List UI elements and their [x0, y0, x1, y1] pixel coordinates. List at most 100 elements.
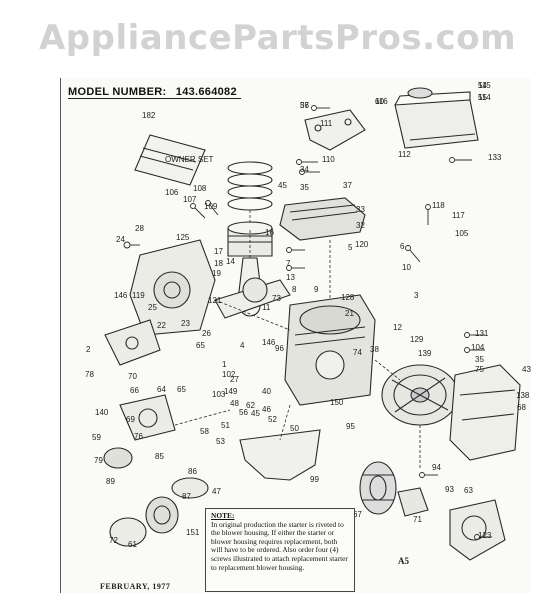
owner-booklet-part	[134, 134, 206, 186]
callout-number: 146	[114, 291, 128, 300]
callout-number: 43	[522, 365, 531, 374]
callout-number: 123	[478, 531, 492, 540]
crankcase-part	[284, 294, 376, 406]
fuel-tank-part	[394, 87, 479, 149]
callout-number: 6	[400, 242, 405, 251]
callout-number: 60	[375, 97, 384, 106]
callout-number: 2	[86, 345, 91, 354]
carburetor-part	[119, 394, 176, 441]
callout-number: 5	[348, 243, 353, 252]
cylinder-head-part	[279, 197, 366, 241]
recoil-starter-part	[449, 499, 506, 561]
sheet-code: A5	[398, 556, 409, 566]
callout-number: 10	[402, 263, 411, 272]
callout-number: 75	[475, 365, 484, 374]
callout-number: 96	[275, 344, 284, 353]
callout-number: 55	[478, 93, 487, 102]
callout-number: 105	[455, 229, 469, 238]
callout-number: 73	[272, 294, 281, 303]
callout-number: 8	[292, 285, 297, 294]
callout-number: 51	[221, 421, 230, 430]
piston-rings-part	[227, 161, 273, 211]
crankshaft-part	[214, 277, 291, 319]
callout-number: 66	[130, 386, 139, 395]
callout-number: 47	[212, 487, 221, 496]
callout-number: 62	[246, 401, 255, 410]
note-heading: NOTE:	[211, 511, 235, 520]
callout-number: 182	[142, 111, 156, 120]
callout-number: 74	[353, 348, 362, 357]
callout-number: 53	[216, 437, 225, 446]
callout-number: 28	[135, 224, 144, 233]
blower-housing-part	[449, 364, 521, 461]
callout-number: 65	[196, 341, 205, 350]
callout-number: 139	[418, 349, 432, 358]
gear-assembly-part	[109, 477, 209, 547]
callout-number: 35	[300, 183, 309, 192]
callout-number: 61	[128, 540, 137, 549]
starter-cup-part	[397, 487, 429, 517]
callout-number: 46	[262, 405, 271, 414]
callout-number: 151	[186, 528, 200, 537]
callout-number: 70	[128, 372, 137, 381]
callout-number: 67	[353, 510, 362, 519]
callout-number: 68	[517, 403, 526, 412]
callout-number: 12	[393, 323, 402, 332]
callout-number: 38	[370, 345, 379, 354]
callout-number: 4	[240, 341, 245, 350]
callout-number: 71	[413, 515, 422, 524]
callout-number: 16	[265, 228, 274, 237]
callout-number: 107	[183, 195, 197, 204]
callout-number: 45	[278, 181, 287, 190]
watermark: AppliancePartsPros.com	[38, 18, 516, 58]
callout-number: 108	[193, 184, 207, 193]
callout-number: 114	[478, 93, 491, 102]
callout-number: 65	[177, 385, 186, 394]
callout-number: 129	[410, 335, 424, 344]
callout-number: 120	[355, 240, 369, 249]
callout-number: 11	[262, 303, 271, 312]
starter-pulley-part	[359, 461, 397, 515]
callout-number: 111	[320, 119, 333, 128]
callout-number: 109	[204, 202, 218, 211]
tank-bracket-part	[304, 109, 366, 151]
callout-number: 69	[126, 415, 135, 424]
callout-number: 121	[208, 296, 222, 305]
callout-number: 21	[345, 309, 354, 318]
callout-number: 64	[157, 385, 166, 394]
callout-number: 93	[445, 485, 454, 494]
callout-number: 7	[286, 259, 291, 268]
model-number: 143.664082	[175, 86, 237, 98]
model-number-header: MODEL NUMBER: 143.664082	[68, 86, 241, 99]
crankcase-cover-part	[129, 239, 216, 336]
callout-number: 18	[214, 259, 223, 268]
callout-number: 56	[239, 408, 248, 417]
callout-number: 17	[214, 247, 223, 256]
callout-number: 22	[157, 321, 166, 330]
callout-number: 58	[200, 427, 209, 436]
callout-number: 27	[230, 375, 239, 384]
flywheel-part	[381, 364, 459, 426]
callout-number: 146	[262, 338, 276, 347]
callout-number: 138	[516, 391, 530, 400]
revision-date: FEBRUARY, 1977	[100, 582, 171, 591]
note-box: NOTE: In original production the starter…	[205, 508, 355, 592]
callout-number: 106	[165, 188, 179, 197]
callout-number: 76	[134, 432, 143, 441]
callout-number: 131	[475, 329, 489, 338]
float-bowl-part	[103, 447, 133, 469]
callout-number: 104	[471, 343, 485, 352]
callout-number: 35	[475, 355, 484, 364]
callout-number: 86	[188, 467, 197, 476]
callout-number: 1	[222, 360, 227, 369]
callout-number: 57	[300, 101, 309, 110]
callout-number: 125	[176, 233, 190, 242]
callout-number: 95	[346, 422, 355, 431]
callout-number: 63	[464, 486, 473, 495]
callout-number: 32	[356, 221, 365, 230]
callout-number: 78	[85, 370, 94, 379]
callout-number: 150	[330, 398, 344, 407]
callout-number: 99	[310, 475, 319, 484]
